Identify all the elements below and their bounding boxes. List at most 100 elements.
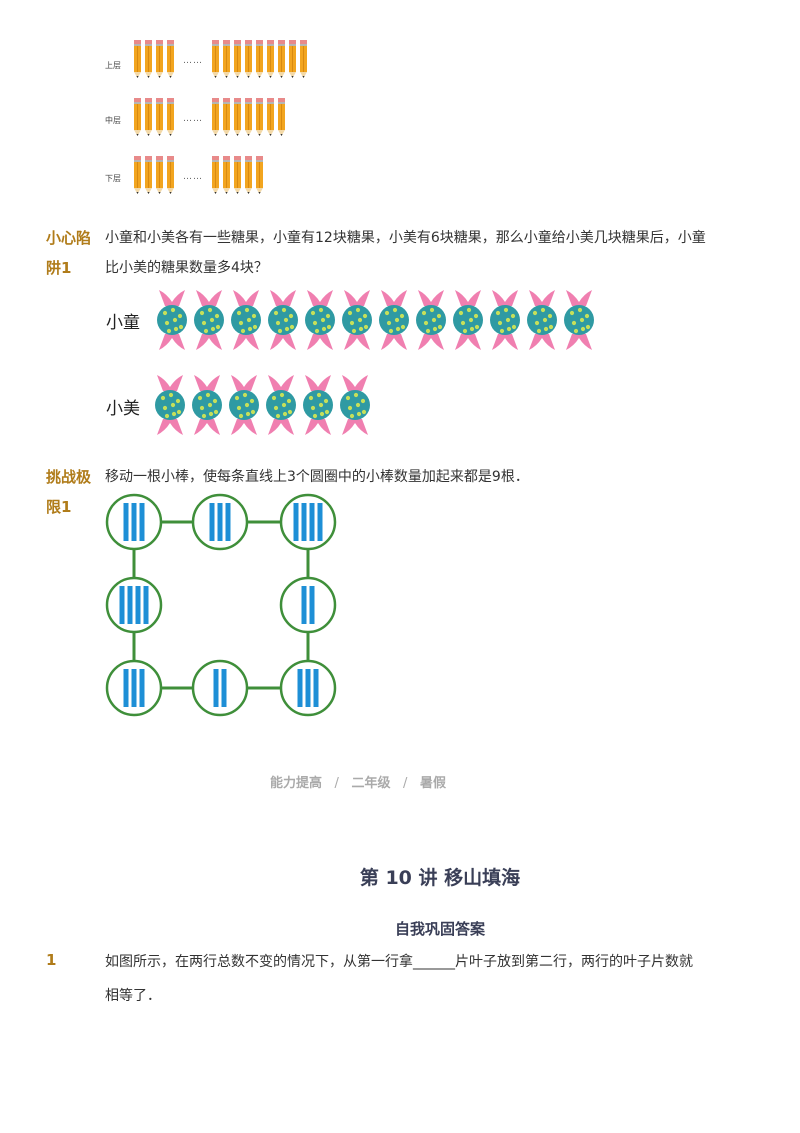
pencil-icon <box>245 98 252 136</box>
circle-top-right <box>279 493 337 551</box>
stick-circle-diagram <box>105 493 337 717</box>
stick <box>301 503 307 541</box>
stick <box>305 669 311 707</box>
candy-icon <box>266 375 296 435</box>
pencil-icon <box>223 156 230 194</box>
candy-icon <box>490 290 520 350</box>
trap-question: 小童和小美各有一些糖果，小童有12块糖果，小美有6块糖果，那么小童给小美几块糖果… <box>105 223 745 283</box>
stick <box>139 503 145 541</box>
pencil-icon <box>234 40 241 78</box>
circle-middle-left <box>105 576 163 634</box>
circle-layer <box>105 493 337 717</box>
stick <box>135 586 141 624</box>
candy-icon <box>342 290 372 350</box>
pencil-icon <box>167 98 174 136</box>
challenge-tag: 挑战极 限1 <box>46 462 91 522</box>
stick <box>139 669 145 707</box>
trap-question-line2: 比小美的糖果数量多4块？ <box>105 260 268 276</box>
ellipsis-middle: …… <box>183 114 203 124</box>
stick <box>209 503 215 541</box>
stick <box>131 669 137 707</box>
candy-row-xiaomei <box>153 373 372 437</box>
pencil-icon <box>289 40 296 78</box>
name-xiaotong: 小童 <box>106 313 140 333</box>
footer-part3: 暑假 <box>419 776 446 791</box>
pencil-icon <box>278 98 285 136</box>
stick <box>317 503 323 541</box>
pencil-icon <box>145 156 152 194</box>
pencil-icon <box>167 156 174 194</box>
candy-icon <box>194 290 224 350</box>
question1-line2: 相等了． <box>105 988 161 1004</box>
candy-icon <box>157 290 187 350</box>
question1-line1: 如图所示，在两行总数不变的情况下，从第一行拿______片叶子放到第二行，两行的… <box>105 954 693 970</box>
trap-question-line1: 小童和小美各有一些糖果，小童有12块糖果，小美有6块糖果，那么小童给小美几块糖果… <box>105 230 706 246</box>
stick <box>119 586 125 624</box>
pencil-icon <box>145 40 152 78</box>
candy-icon <box>340 375 370 435</box>
pencil-group-bottom-right <box>211 156 264 196</box>
pencil-group-middle-right <box>211 98 286 138</box>
candy-icon <box>231 290 261 350</box>
pencil-icon <box>212 98 219 136</box>
candy-icon <box>305 290 335 350</box>
pencil-icon <box>256 156 263 194</box>
pencil-icon <box>156 156 163 194</box>
candy-icon <box>527 290 557 350</box>
pencil-icon <box>245 40 252 78</box>
pencil-icon <box>234 156 241 194</box>
pencil-icon <box>256 40 263 78</box>
stick <box>313 669 319 707</box>
trap-tag-line2: 阱1 <box>46 259 72 277</box>
pencil-icon <box>223 40 230 78</box>
stick <box>127 586 133 624</box>
stick <box>309 503 315 541</box>
pencil-icon <box>223 98 230 136</box>
stick <box>221 669 227 707</box>
candy-icon <box>268 290 298 350</box>
pencil-icon <box>156 40 163 78</box>
pencil-icon <box>134 40 141 78</box>
pencil-group-top-left <box>133 40 175 80</box>
candy-icon <box>564 290 594 350</box>
ellipsis-top: …… <box>183 56 203 66</box>
pencil-group-bottom-left <box>133 156 175 196</box>
candy-row-xiaotong <box>155 288 596 352</box>
stick <box>293 503 299 541</box>
trap-tag-line1: 小心陷 <box>46 229 92 247</box>
candy-icon <box>303 375 333 435</box>
circle-outline <box>279 576 337 634</box>
row-label-top: 上层 <box>105 61 121 70</box>
ellipsis-bottom: …… <box>183 172 203 182</box>
pencil-icon <box>256 98 263 136</box>
stick <box>225 503 231 541</box>
footer-sep-1: / <box>334 776 339 791</box>
stick <box>213 669 219 707</box>
pencil-group-middle-left <box>133 98 175 138</box>
stick <box>123 503 129 541</box>
pencil-icon <box>267 40 274 78</box>
lesson-title: 第 10 讲 移山填海 <box>359 867 521 889</box>
stick <box>309 586 315 624</box>
answer-subtitle: 自我巩固答案 <box>394 920 485 938</box>
pencil-icon <box>134 98 141 136</box>
page-footer: 能力提高 / 二年级 / 暑假 <box>270 772 446 791</box>
pencil-icon <box>245 156 252 194</box>
name-xiaomei: 小美 <box>106 399 140 419</box>
footer-part2: 二年级 <box>351 776 391 791</box>
candy-icon <box>155 375 185 435</box>
pencil-icon <box>156 98 163 136</box>
circle-bottom-left <box>105 659 163 717</box>
stick <box>143 586 149 624</box>
challenge-tag-line2: 限1 <box>46 498 72 516</box>
stick <box>297 669 303 707</box>
pencil-group-top-right <box>211 40 308 80</box>
stick <box>131 503 137 541</box>
circle-outline <box>105 576 163 634</box>
stick <box>301 586 307 624</box>
footer-part1: 能力提高 <box>270 776 323 791</box>
pencil-icon <box>212 156 219 194</box>
trap-tag: 小心陷 阱1 <box>46 223 91 283</box>
pencil-icon <box>300 40 307 78</box>
stick <box>217 503 223 541</box>
